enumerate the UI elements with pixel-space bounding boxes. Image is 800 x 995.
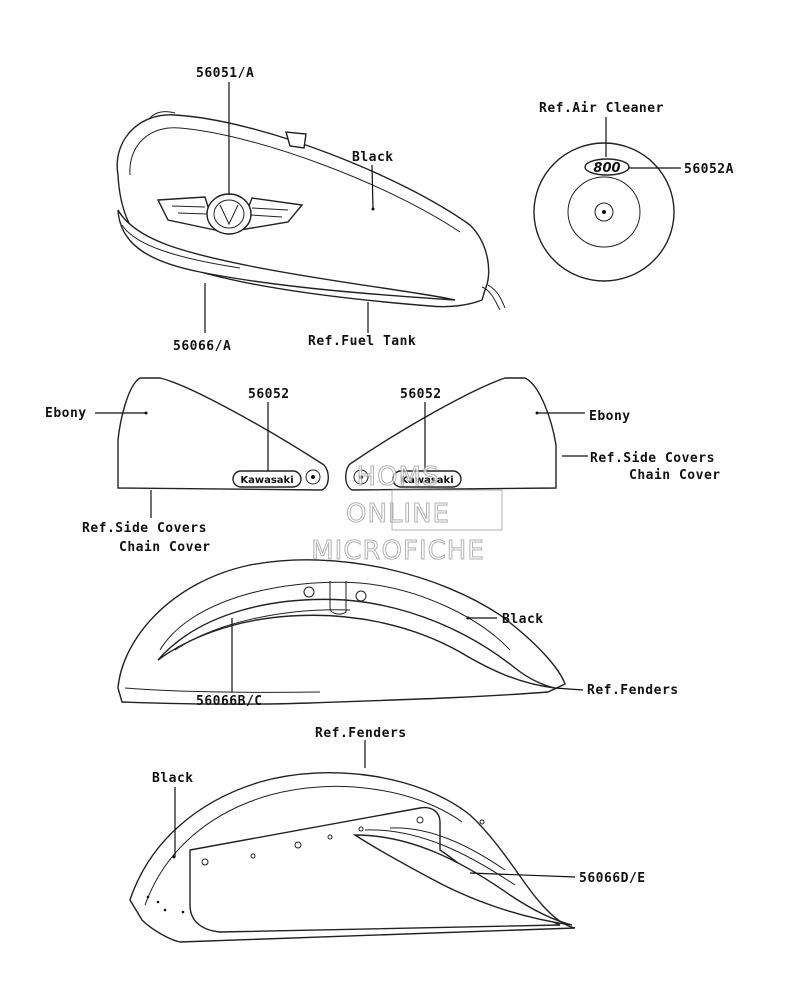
wing-emblem bbox=[156, 193, 304, 235]
label-ref-side-covers-right-2: Chain Cover bbox=[629, 468, 721, 483]
label-ref-air-cleaner: Ref.Air Cleaner bbox=[539, 101, 664, 116]
label-ref-fenders-front: Ref.Fenders bbox=[587, 683, 679, 698]
label-56052-right: 56052 bbox=[400, 387, 442, 402]
label-ebony-right: Ebony bbox=[589, 409, 631, 424]
label-56051a: 56051/A bbox=[196, 66, 254, 81]
label-ref-fenders-rear: Ref.Fenders bbox=[315, 726, 407, 741]
label-ebony-left: Ebony bbox=[45, 406, 87, 421]
kawasaki-badge-left bbox=[232, 470, 302, 488]
badge-800 bbox=[584, 158, 630, 176]
label-ref-side-covers-right-1: Ref.Side Covers bbox=[590, 451, 715, 466]
kawasaki-badge-right bbox=[392, 470, 462, 488]
fuel-tank bbox=[116, 111, 506, 311]
rear-fender bbox=[129, 772, 576, 943]
label-56052a: 56052A bbox=[684, 162, 734, 177]
kawasaki-badge-left-text: Kawasaki bbox=[240, 475, 293, 486]
watermark-line2: ONLINE bbox=[346, 499, 450, 529]
label-ref-side-covers-left-1: Ref.Side Covers bbox=[82, 521, 207, 536]
label-56052-left: 56052 bbox=[248, 387, 290, 402]
right-side-cover: Kawasaki bbox=[345, 377, 557, 491]
label-56066a: 56066/A bbox=[173, 339, 231, 354]
front-fender bbox=[117, 559, 566, 705]
label-56066de: 56066D/E bbox=[579, 871, 646, 886]
label-56066bc: 56066B/C bbox=[196, 694, 263, 709]
watermark-line1: HOMS bbox=[357, 462, 440, 492]
watermark-line3: MICROFICHE bbox=[311, 536, 485, 566]
badge-800-text: 800 bbox=[593, 161, 620, 176]
label-ref-side-covers-left-2: Chain Cover bbox=[119, 540, 211, 555]
label-black-tank: Black bbox=[352, 150, 394, 165]
label-ref-fuel-tank: Ref.Fuel Tank bbox=[308, 334, 416, 349]
air-cleaner-cover: 800 bbox=[533, 142, 675, 282]
kawasaki-badge-right-text: Kawasaki bbox=[400, 475, 453, 486]
watermark: HOMS ONLINE MICROFICHE bbox=[311, 462, 503, 567]
left-side-cover: Kawasaki bbox=[117, 377, 329, 491]
label-black-front-fender: Black bbox=[502, 612, 544, 627]
label-black-rear-fender: Black bbox=[152, 771, 194, 786]
